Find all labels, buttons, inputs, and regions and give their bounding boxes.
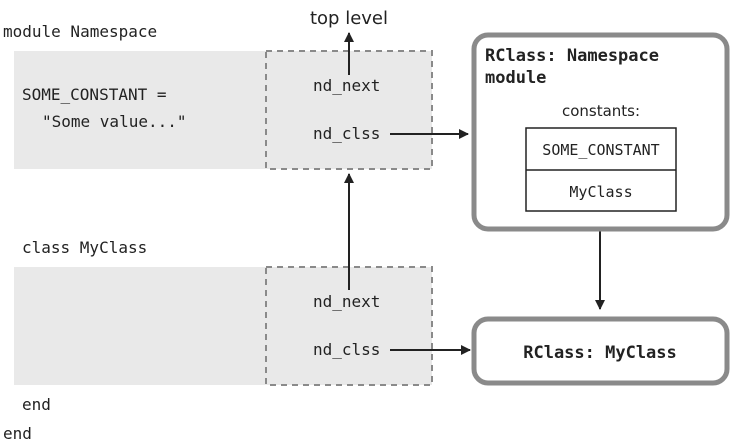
class-code-panel	[14, 267, 432, 385]
module-nd-next-label: nd_next	[313, 76, 380, 95]
module-namespace-line: module Namespace	[3, 22, 157, 41]
some-constant-line: SOME_CONSTANT =	[22, 85, 167, 104]
constant-some-constant: SOME_CONSTANT	[542, 141, 659, 159]
rclass-namespace-title-line1: RClass: Namespace	[485, 46, 659, 66]
constants-label: constants:	[562, 102, 640, 120]
module-end-line: end	[3, 424, 32, 443]
module-code-panel	[14, 51, 432, 169]
constant-myclass: MyClass	[569, 183, 632, 201]
class-end-line: end	[22, 395, 51, 414]
rclass-namespace-title-line2: module	[485, 68, 546, 88]
class-nd-clss-label: nd_clss	[313, 340, 380, 359]
class-myclass-line: class MyClass	[22, 238, 147, 257]
rclass-myclass-box	[471, 316, 730, 386]
class-nd-next-label: nd_next	[313, 292, 380, 311]
some-value-line: "Some value..."	[42, 112, 187, 131]
rclass-myclass-title: RClass: MyClass	[523, 343, 677, 363]
module-nd-clss-label: nd_clss	[313, 124, 380, 143]
top-level-label: top level	[310, 8, 388, 29]
